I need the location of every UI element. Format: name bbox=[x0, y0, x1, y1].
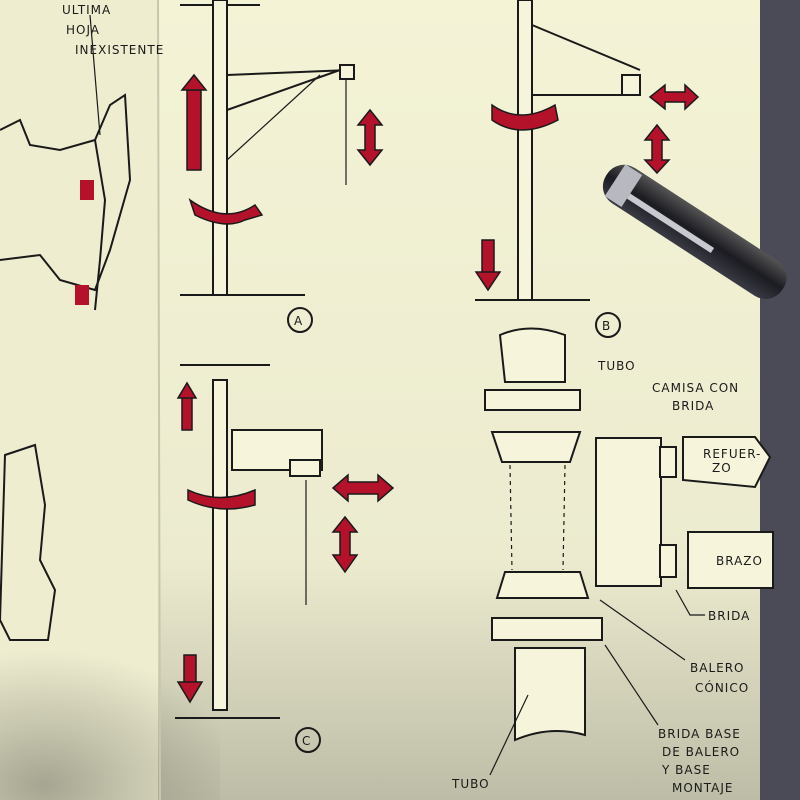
diagram-label-b: B bbox=[602, 319, 611, 333]
left-page-sketch bbox=[0, 14, 132, 641]
book-edge bbox=[760, 0, 800, 800]
handwritten-label: ZO bbox=[712, 461, 732, 475]
handwritten-label: DE BALERO bbox=[662, 745, 740, 759]
handwritten-label: HOJA bbox=[66, 23, 100, 37]
diagram-label-a: A bbox=[294, 314, 303, 328]
fountain-pen bbox=[602, 164, 787, 300]
label-tubo-bottom: TUBO bbox=[451, 777, 490, 791]
handwritten-label: BRAZO bbox=[716, 554, 763, 568]
handwritten-label: BRIDA bbox=[672, 399, 714, 413]
assembly-labels: TUBO CAMISA CON BRIDA REFUER- ZO BRAZO B… bbox=[451, 359, 763, 795]
handwritten-label: BRIDA BASE bbox=[658, 727, 741, 741]
right-page bbox=[158, 0, 760, 800]
crane-diagram-c: C bbox=[175, 364, 395, 753]
handwritten-label: Y BASE bbox=[661, 763, 711, 777]
handwritten-label: ULTIMA bbox=[62, 3, 111, 17]
label-tubo-top: TUBO bbox=[597, 359, 636, 373]
gutter bbox=[157, 0, 161, 800]
handwritten-label: CAMISA CON bbox=[652, 381, 739, 395]
handwritten-label: REFUER- bbox=[703, 447, 761, 461]
handwritten-label: BALERO bbox=[690, 661, 745, 675]
handwritten-label: INEXISTENTE bbox=[75, 43, 164, 57]
handwritten-label: CÓNICO bbox=[695, 680, 749, 695]
crane-diagram-a: A bbox=[180, 0, 384, 333]
exploded-assembly bbox=[484, 327, 774, 742]
ultima-hoja-note: ULTIMA HOJA INEXISTENTE bbox=[62, 3, 164, 57]
handwritten-label: MONTAJE bbox=[672, 781, 734, 795]
crane-diagram-b: B bbox=[474, 0, 700, 338]
diagram-label-c: C bbox=[302, 734, 311, 748]
label-brida: BRIDA bbox=[708, 609, 750, 623]
